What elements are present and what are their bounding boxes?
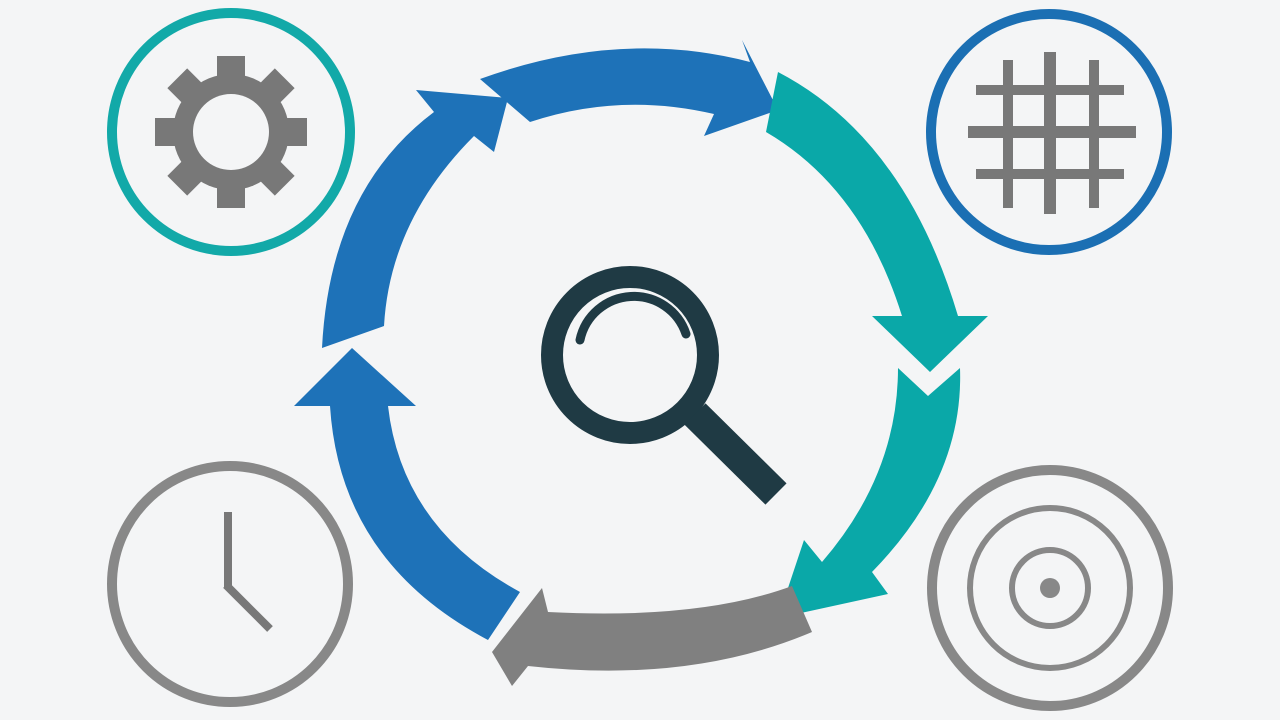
grid-icon: [968, 52, 1136, 214]
arrow-left: [294, 348, 520, 640]
target-icon: [967, 505, 1133, 671]
grid-badge: [926, 9, 1172, 255]
arrow-right-lower: [778, 368, 961, 618]
target-badge: [927, 465, 1173, 711]
cycle-arrows: [294, 40, 988, 686]
arrow-bottom: [492, 586, 812, 686]
arrow-right-upper: [766, 72, 988, 372]
clock-icon: [223, 512, 273, 632]
clock-badge: [107, 461, 353, 707]
magnifying-glass-icon: [541, 266, 787, 505]
arrow-top: [480, 40, 778, 136]
gear-badge: [107, 8, 355, 256]
arrow-upper-left: [322, 90, 508, 348]
